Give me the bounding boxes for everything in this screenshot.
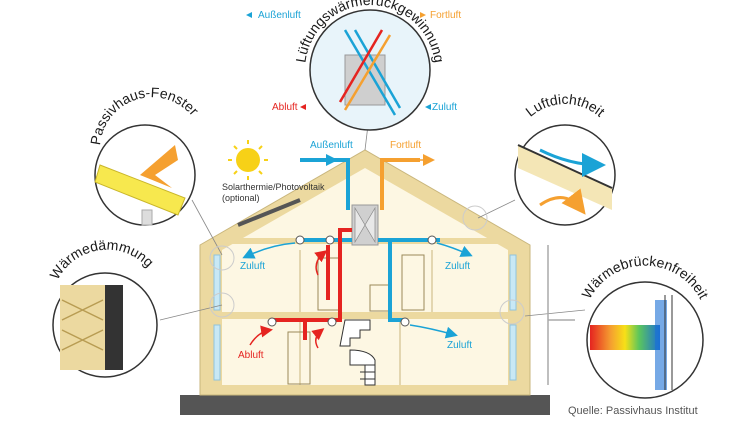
staircase (339, 319, 376, 386)
outdoor-air-label: Außenluft (310, 140, 353, 151)
heat-recovery-circle (309, 9, 431, 131)
source-caption: Quelle: Passivhaus Institut (568, 405, 698, 417)
arrow-right-icon (425, 104, 431, 110)
hr-outdoor-air-label: Außenluft (258, 10, 301, 21)
arrow-left-icon (420, 12, 426, 18)
supply-air-label-upper-right: Zuluft (445, 261, 470, 272)
extract-air-label-lower: Abluft (238, 350, 264, 361)
exhaust-air-label: Fortluft (390, 140, 421, 151)
supply-air-label-lower: Zuluft (447, 340, 472, 351)
airtightness-circle (514, 124, 616, 226)
hr-exhaust-air-label: Fortluft (430, 10, 461, 21)
solar-label: Solarthermie/Photovoltaik (222, 182, 325, 192)
airtightness-title: Luftdichtheit (522, 91, 608, 120)
solar-note-label: (optional) (222, 193, 260, 203)
antenna-post (547, 245, 575, 385)
foundation-slab (180, 395, 550, 415)
focus-circles (209, 205, 525, 325)
arrow-right-icon (300, 104, 306, 110)
thermal-bridge-circle (586, 281, 704, 399)
supply-air-label-upper-left: Zuluft (240, 261, 265, 272)
hr-extract-air-label: Abluft (272, 102, 298, 113)
sun-icon (228, 140, 268, 180)
ventilation-unit (351, 204, 379, 246)
flow-arrows (242, 154, 473, 349)
solar-panel-icon (237, 198, 301, 227)
arrow-left-icon (246, 12, 252, 18)
hr-supply-air-label: Zuluft (432, 102, 457, 113)
window-circle (94, 124, 196, 226)
insulation-circle (52, 272, 158, 378)
callout-lines (159, 124, 586, 321)
